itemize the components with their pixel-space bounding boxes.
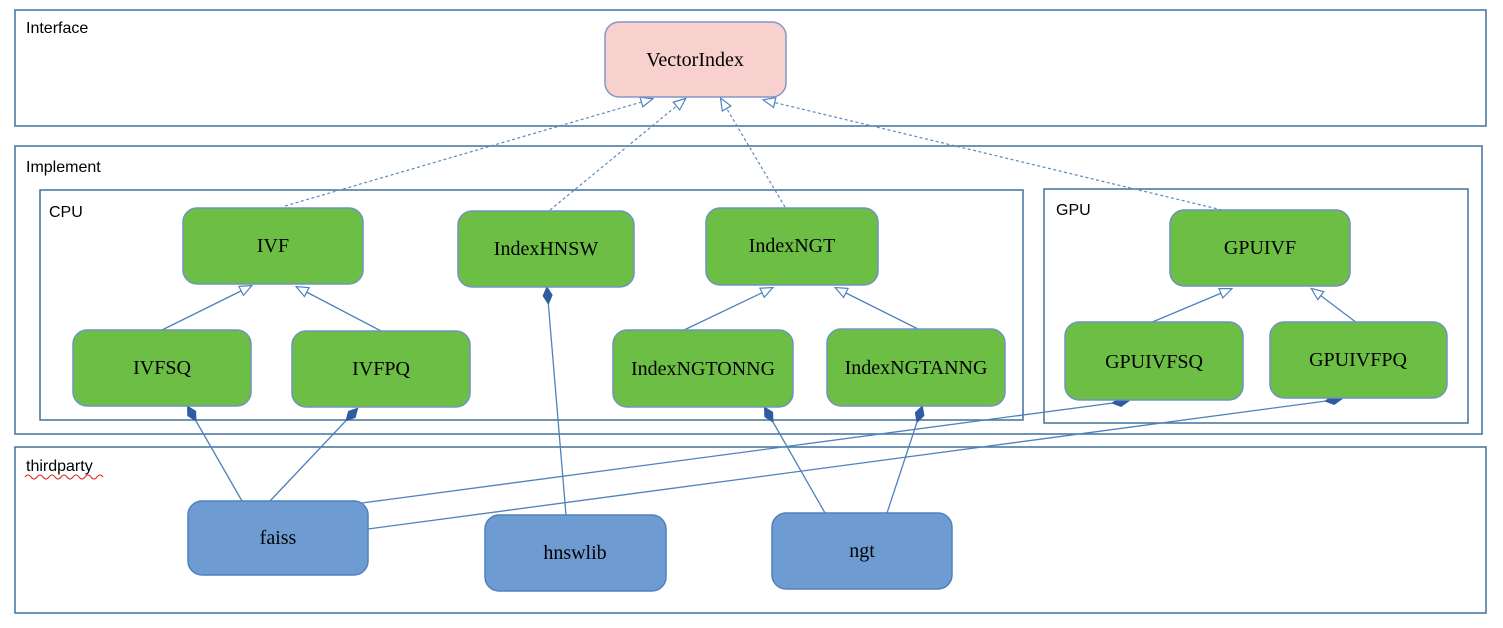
node-ivf-label: IVF bbox=[257, 235, 289, 257]
edge-realization-gpuivf-vectorindex[interactable] bbox=[764, 100, 1223, 211]
container-cpu-label: CPU bbox=[49, 204, 83, 221]
edge-composition-gpuivfpq-faiss[interactable] bbox=[367, 399, 1341, 530]
node-indexngt[interactable]: IndexNGT bbox=[705, 207, 879, 286]
node-ivfpq[interactable]: IVFPQ bbox=[291, 330, 471, 408]
edge-composition-ivfsq-faiss[interactable] bbox=[188, 407, 243, 502]
container-implement-label: Implement bbox=[26, 159, 101, 176]
node-hnswlib[interactable]: hnswlib bbox=[484, 514, 667, 592]
node-vectorindex[interactable]: VectorIndex bbox=[604, 21, 787, 98]
node-ivf[interactable]: IVF bbox=[182, 207, 364, 285]
edge-inheritance-indexngtanng-indexngt[interactable] bbox=[836, 288, 921, 331]
node-ngt-label: ngt bbox=[849, 540, 875, 562]
container-cpu[interactable]: CPU bbox=[39, 189, 1024, 421]
node-indexngtonng[interactable]: IndexNGTONNG bbox=[612, 329, 794, 408]
node-hnswlib-label: hnswlib bbox=[543, 542, 606, 564]
node-gpuivfpq[interactable]: GPUIVFPQ bbox=[1269, 321, 1448, 399]
edge-realization-indexhnsw-vectorindex[interactable] bbox=[549, 99, 685, 211]
edge-inheritance-indexngtonng-indexngt[interactable] bbox=[681, 288, 772, 332]
edge-realization-indexngt-vectorindex[interactable] bbox=[721, 99, 786, 208]
node-indexhnsw[interactable]: IndexHNSW bbox=[457, 210, 635, 288]
container-thirdparty[interactable]: thirdparty bbox=[14, 446, 1487, 614]
edge-composition-indexngtanng-ngt[interactable] bbox=[886, 407, 922, 514]
node-gpuivfsq-label: GPUIVFSQ bbox=[1105, 351, 1203, 373]
node-ivfsq-label: IVFSQ bbox=[133, 357, 191, 379]
node-gpuivf-label: GPUIVF bbox=[1224, 237, 1296, 259]
edge-inheritance-ivfsq-ivf[interactable] bbox=[159, 286, 251, 332]
container-thirdparty-label: thirdparty bbox=[26, 458, 93, 475]
node-ivfsq[interactable]: IVFSQ bbox=[72, 329, 252, 407]
node-ngt[interactable]: ngt bbox=[771, 512, 953, 590]
node-faiss-label: faiss bbox=[260, 527, 297, 549]
container-interface-label: Interface bbox=[26, 20, 88, 37]
node-indexngtonng-label: IndexNGTONNG bbox=[631, 358, 775, 380]
edge-composition-indexngtonng-ngt[interactable] bbox=[765, 408, 826, 514]
spellcheck-squiggle bbox=[24, 474, 104, 480]
node-indexhnsw-label: IndexHNSW bbox=[494, 238, 599, 260]
edge-inheritance-gpuivfpq-gpuivf[interactable] bbox=[1312, 289, 1358, 324]
node-indexngtanng[interactable]: IndexNGTANNG bbox=[826, 328, 1006, 407]
node-indexngtanng-label: IndexNGTANNG bbox=[845, 357, 988, 379]
edge-inheritance-ivfpq-ivf[interactable] bbox=[297, 287, 384, 333]
container-gpu-label: GPU bbox=[1056, 202, 1091, 219]
node-indexngt-label: IndexNGT bbox=[749, 235, 836, 257]
container-implement[interactable]: Implement bbox=[14, 145, 1483, 435]
edge-inheritance-gpuivfsq-gpuivf[interactable] bbox=[1149, 289, 1231, 324]
edge-composition-gpuivfsq-faiss[interactable] bbox=[361, 401, 1128, 504]
node-ivfpq-label: IVFPQ bbox=[352, 358, 410, 380]
node-vectorindex-label: VectorIndex bbox=[646, 49, 744, 71]
edge-composition-ivfpq-faiss[interactable] bbox=[269, 409, 357, 502]
container-interface[interactable]: Interface bbox=[14, 9, 1487, 127]
node-gpuivfsq[interactable]: GPUIVFSQ bbox=[1064, 321, 1244, 401]
container-gpu[interactable]: GPU bbox=[1043, 188, 1469, 424]
edge-composition-indexhnsw-hnswlib[interactable] bbox=[547, 288, 567, 516]
node-gpuivf[interactable]: GPUIVF bbox=[1169, 209, 1351, 287]
node-gpuivfpq-label: GPUIVFPQ bbox=[1309, 349, 1407, 371]
node-faiss[interactable]: faiss bbox=[187, 500, 369, 576]
